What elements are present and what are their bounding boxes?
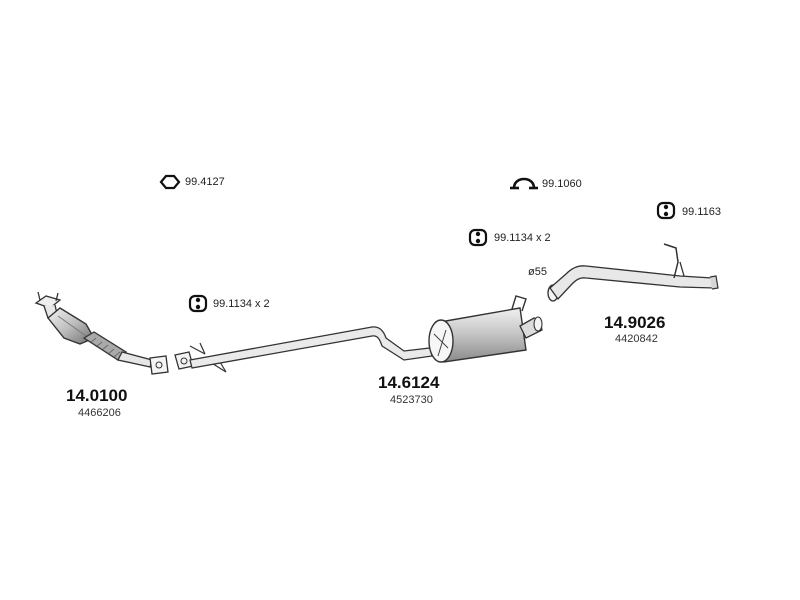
rear-part-code: 14.9026: [604, 313, 666, 332]
ring-gasket-code: 99.4127: [185, 176, 225, 188]
rear-oem-code: 4420842: [615, 333, 658, 345]
rubber-hanger-icon: [468, 228, 488, 247]
ring-gasket-icon: [159, 174, 181, 190]
middle-oem-code: 4523730: [390, 394, 433, 406]
diameter-label: ø55: [528, 266, 547, 278]
u-clamp-code: 99.1060: [542, 178, 582, 190]
rubber-hanger-icon: [656, 201, 676, 220]
front-part-code: 14.0100: [66, 386, 128, 405]
middle-part-code: 14.6124: [378, 373, 440, 392]
rear-tail-pipe: [547, 243, 719, 302]
middle-pipe-silencer: [174, 295, 543, 373]
hanger-rear-code: 99.1163: [682, 206, 721, 218]
hanger-mid-code: 99.1134 x 2: [494, 232, 551, 244]
u-clamp-icon: [510, 177, 538, 190]
hanger-front-code: 99.1134 x 2: [213, 298, 270, 310]
rubber-hanger-icon: [188, 294, 208, 313]
front-oem-code: 4466206: [78, 407, 121, 419]
front-pipe-catalyst: [34, 291, 169, 375]
